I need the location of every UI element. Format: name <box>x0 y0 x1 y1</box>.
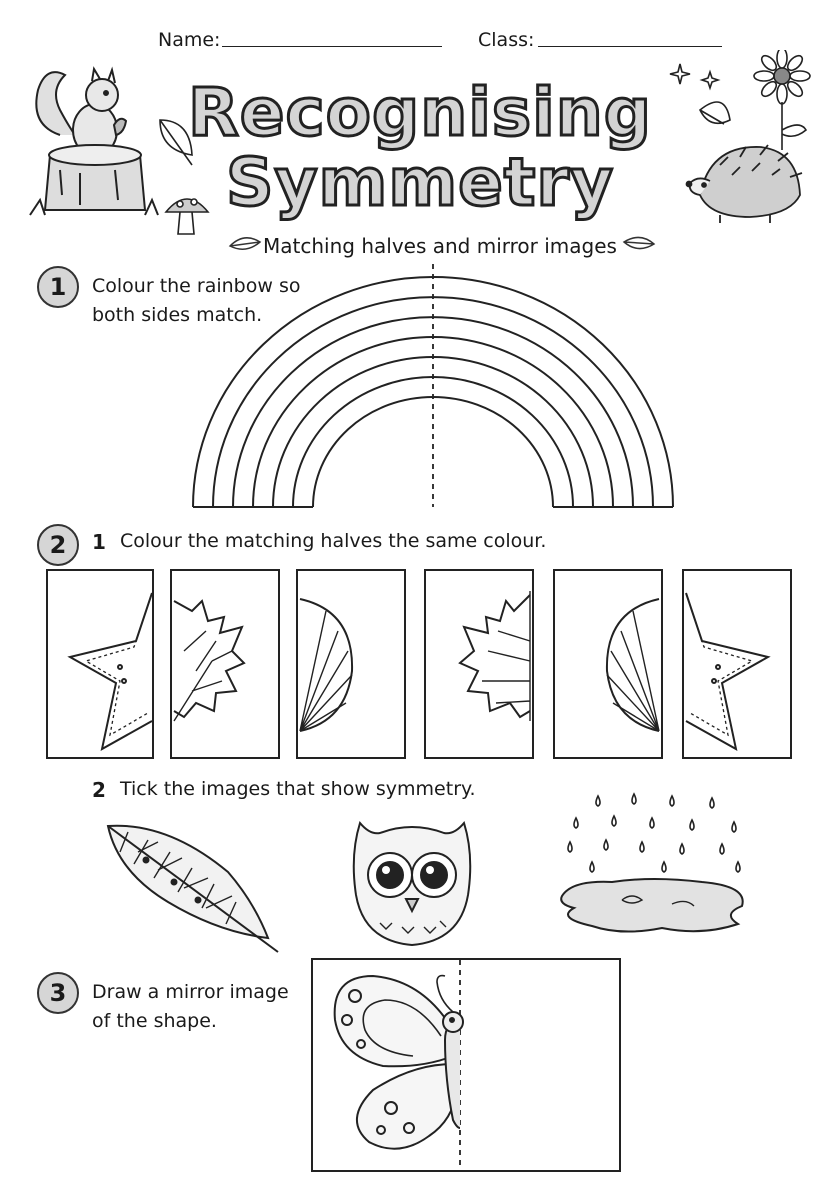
sub-question-number: 1 <box>92 530 106 554</box>
shell-left-half-card[interactable] <box>553 569 663 759</box>
star-right-half-card[interactable] <box>682 569 792 759</box>
q2-part1-instructions: Colour the matching halves the same colo… <box>120 530 547 552</box>
q3-text-line: Draw a mirror image <box>92 981 289 1003</box>
squirrel-illustration <box>29 66 159 216</box>
hedgehog-illustration <box>685 144 803 223</box>
leaf-icon <box>622 236 656 250</box>
leaf-icon <box>228 237 262 250</box>
rainbow-colouring[interactable] <box>188 262 678 512</box>
q1-instructions: Colour the rainbow so both sides match. <box>92 272 322 330</box>
title-line-2: Symmetry <box>225 144 615 221</box>
class-label: Class: <box>478 29 535 51</box>
question-number-badge: 3 <box>37 972 79 1014</box>
leaf-left-half-card[interactable] <box>424 569 534 759</box>
q1-text-line: Colour the rainbow so <box>92 275 301 297</box>
name-input-line[interactable] <box>222 46 442 47</box>
q3-instructions: Draw a mirror image of the shape. <box>92 978 307 1036</box>
rain-puddle-image[interactable] <box>552 790 757 940</box>
question-number-badge: 1 <box>37 266 79 308</box>
owl-image[interactable] <box>350 815 475 950</box>
name-label: Name: <box>158 29 221 51</box>
q1-text-line: both sides match. <box>92 304 263 326</box>
feather-image[interactable] <box>98 812 288 957</box>
leaf-icon <box>159 119 193 166</box>
class-input-line[interactable] <box>538 46 722 47</box>
mirror-drawing-box[interactable] <box>311 958 621 1172</box>
flower-and-stars-decoration <box>669 50 811 150</box>
title-line-1: Recognising <box>186 74 653 151</box>
q2-part2-instructions: Tick the images that show symmetry. <box>120 778 476 800</box>
sub-question-number: 2 <box>92 778 106 802</box>
leaf-right-half-card[interactable] <box>170 569 280 759</box>
star-left-half-card[interactable] <box>46 569 154 759</box>
shell-right-half-card[interactable] <box>296 569 406 759</box>
subtitle: Matching halves and mirror images <box>263 234 617 258</box>
q3-text-line: of the shape. <box>92 1010 217 1032</box>
butterfly-half-icon <box>333 974 464 1150</box>
mushroom-icon <box>164 198 210 235</box>
question-number-badge: 2 <box>37 524 79 566</box>
